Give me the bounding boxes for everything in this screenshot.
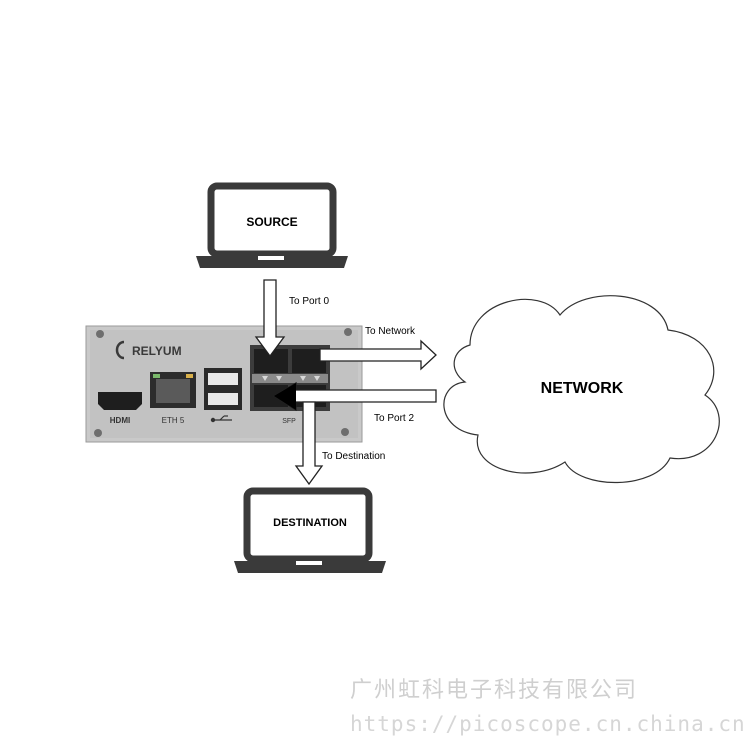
destination-laptop-base — [234, 561, 386, 573]
sfp-led-icon — [262, 376, 320, 381]
eth-label: ETH 5 — [162, 416, 185, 425]
watermark-url: https://picoscope.cn.china.cn — [350, 712, 746, 736]
destination-label: DESTINATION — [273, 517, 347, 529]
brand-label: RELYUM — [132, 344, 182, 358]
source-laptop-base — [196, 256, 348, 268]
relyum-logo-icon — [115, 340, 125, 360]
sfp-divider — [252, 374, 328, 383]
destination-laptop: DESTINATION — [234, 487, 386, 573]
arrow-to-destination — [294, 401, 324, 486]
ethernet-led-icon — [153, 374, 160, 378]
screw-icon — [96, 330, 104, 338]
screw-icon — [344, 328, 352, 336]
watermark-company: 广州虹科电子科技有限公司 — [350, 678, 639, 703]
arrow-label-to-port2: To Port 2 — [374, 413, 414, 424]
destination-laptop-screen — [243, 487, 373, 563]
hdmi-port — [98, 392, 142, 410]
ethernet-led-icon — [186, 374, 193, 378]
sfp-label: SFP — [282, 418, 296, 425]
usb-port-bottom — [208, 393, 238, 405]
sfp-port-2 — [254, 385, 288, 407]
hdmi-label: HDMI — [110, 416, 130, 425]
usb-port-top — [208, 373, 238, 385]
screw-icon — [94, 429, 102, 437]
destination-laptop-notch — [296, 561, 322, 565]
source-laptop: SOURCE — [196, 182, 348, 268]
arrow-label-to-port0: To Port 0 — [289, 296, 329, 307]
screw-icon — [341, 428, 349, 436]
network-cloud: NETWORK — [443, 295, 720, 484]
arrow-to-port0 — [254, 279, 286, 358]
arrow-label-to-destination: To Destination — [322, 451, 385, 462]
cloud-outline — [443, 295, 720, 484]
usb-icon — [210, 415, 232, 423]
source-laptop-screen — [207, 182, 337, 258]
arrow-to-port2-head — [274, 383, 296, 410]
relyum-device: RELYUM HDMI ETH 5 — [85, 325, 363, 443]
network-label: NETWORK — [541, 380, 624, 397]
source-laptop-notch — [258, 256, 284, 260]
arrow-label-to-network: To Network — [365, 326, 416, 337]
source-label: SOURCE — [246, 215, 297, 229]
ethernet-port-inner — [156, 379, 190, 403]
arrow-to-network — [319, 339, 437, 371]
